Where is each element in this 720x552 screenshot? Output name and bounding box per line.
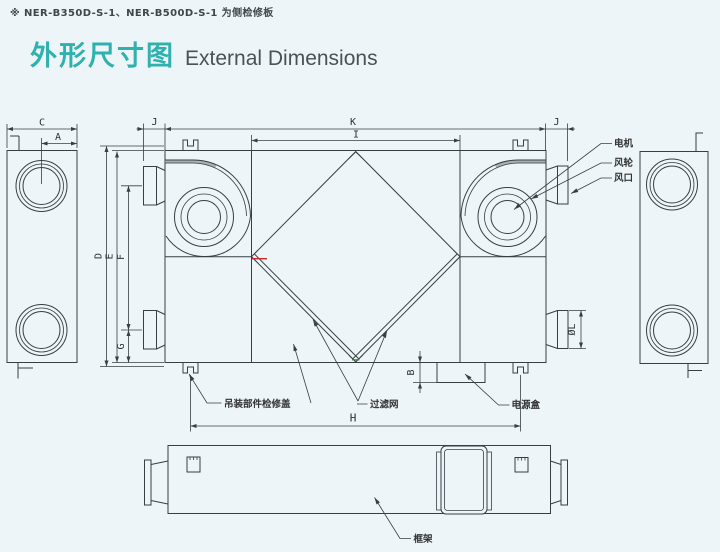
page-title: 外形尺寸图 External Dimensions [30,34,378,73]
callout-frame: 框架 [374,497,434,545]
dim-b: B [406,351,437,393]
label-frame: 框架 [414,533,434,545]
top-dimensions: J K J I [136,117,575,161]
label-filter: 过滤网 [370,399,399,411]
dim-label-b: B [406,369,417,375]
label-air-port: 风口 [614,173,633,184]
dim-label-k: K [350,117,356,128]
dim-label-e: E [105,253,116,259]
label-power-box: 电源盒 [512,399,541,411]
right-fan-scroll [460,159,546,258]
callout-hanger: 吊装部件 [188,373,263,410]
callout-power-box: 电源盒 [464,373,541,411]
dim-label-g: G [116,343,127,349]
right-panel-view [639,132,709,378]
dim-label-j-right: J [553,117,559,128]
page-title-zh: 外形尺寸图 [30,41,175,72]
dim-label-phi-l: ØL [566,323,578,335]
dim-label-d: D [94,253,105,259]
right-duct-ports [545,165,569,349]
power-box [436,362,486,383]
label-hanger: 吊装部件 [224,398,263,410]
label-impeller: 风轮 [614,157,634,169]
callout-filter: 过滤网 [312,319,399,411]
left-dimensions: D E F G [94,145,164,367]
callout-impeller: 风轮 [530,157,634,200]
dim-label-h: H [350,412,357,425]
dim-label-f: F [116,254,127,260]
dim-phi-l: ØL [566,310,586,349]
callout-air-port: 风口 [570,173,633,194]
left-duct-ports [143,166,166,350]
frame-view [144,445,568,515]
label-access-cover: 检修盖 [262,398,291,410]
main-unit-view [164,139,547,374]
callout-motor: 电机 [513,138,634,210]
dim-label-j-left: J [151,117,157,128]
left-panel-dim-c: C [6,118,78,148]
left-panel-dim-a: A [41,132,77,184]
left-panel-view [6,135,78,379]
dim-label-i: I [353,130,359,141]
model-note: ※ NER-B350D-S-1、NER-B500D-S-1 为侧检修板 [10,8,274,19]
left-fan-scroll [165,159,252,258]
dim-label-a: A [55,132,61,143]
dim-label-c: C [39,118,45,129]
dim-h: H [190,375,521,432]
page-title-en: External Dimensions [185,47,378,70]
callout-access-cover: 检修盖 [262,343,312,410]
label-motor: 电机 [614,138,634,150]
heat-exchanger-core [250,150,461,363]
